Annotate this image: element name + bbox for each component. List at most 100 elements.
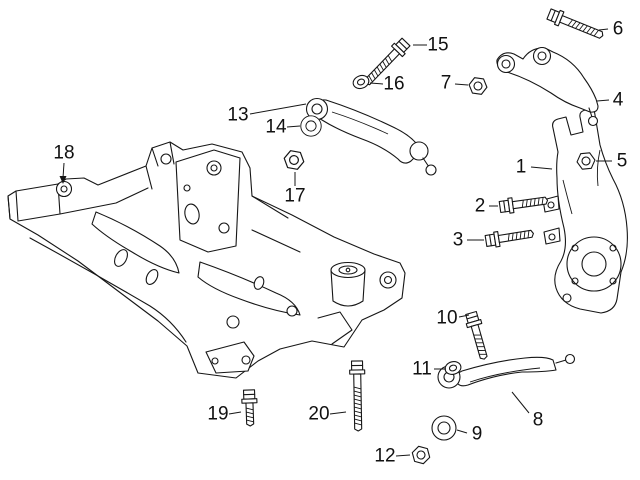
lug-hole-2 [609,244,617,252]
callout-6-label: 6 [613,19,624,40]
callout-1: 1 [516,157,553,178]
lug-hole-3 [571,277,579,285]
cradle-hole-large-bore [210,164,218,172]
callout-14: 14 [265,117,301,138]
callout-18-leader [62,162,65,179]
callout-3-label: 3 [453,230,464,251]
subframe-engine-cradle [175,149,241,253]
front-upper-arm-rib [331,111,389,135]
callout-1-leader [530,166,553,170]
callout-18-arrowhead [59,176,67,184]
subframe-top-rail-edge [59,187,149,215]
engine-mount-bracket [317,311,353,345]
subframe-outline [7,141,406,379]
callout-6-leader [598,28,609,31]
lug-hole-1 [571,244,579,252]
upper-arm-bushing-rear-bore [537,51,547,61]
callout-19: 19 [207,404,242,425]
callout-13-leader [249,103,307,115]
callout-15-label: 15 [427,35,448,56]
lower-arm-ball [564,353,576,365]
callout-9-leader [456,429,468,434]
subframe-detail-lines [251,195,301,253]
callout-4: 4 [596,90,624,111]
front-suspension-crossmember [7,141,406,379]
knuckle-lower-ear-hole [548,233,556,241]
callout-17: 17 [284,172,306,207]
bushing-14 [300,115,322,137]
subframe-window-left [91,211,180,274]
callout-10: 10 [436,308,470,329]
callout-2: 2 [475,196,498,217]
knuckle-upper-ear-hole [547,201,555,209]
callout-10-leader [458,314,470,318]
knuckle-rib-lines [562,149,601,215]
callout-17-label: 17 [284,186,305,207]
callout-15: 15 [413,35,449,56]
callout-11: 11 [412,359,446,380]
callout-12-leader [395,454,411,457]
engine-mount-pin [345,267,351,273]
callout-12-label: 12 [374,446,395,467]
subframe-hole-2 [145,269,159,285]
subframe-foot-bracket [205,341,255,374]
callout-7: 7 [441,73,469,94]
callout-10-label: 10 [436,308,457,329]
callout-3: 3 [453,230,484,251]
subframe-mount-eye-hole [60,185,68,193]
knuckle-lower-boss [562,293,572,303]
subframe-lower-rail-line [29,237,187,343]
subframe-hole-4 [286,305,298,317]
front-upper-control-arm [305,97,437,176]
upper-arm-ball [587,115,599,127]
callout-7-label: 7 [441,73,452,94]
foot-hole-2 [211,357,219,365]
callout-4-label: 4 [613,90,624,111]
subframe-bracket-hole [160,153,172,165]
upper-arm-ball-stud [588,107,593,118]
bushing-9 [431,415,457,441]
callout-9-label: 9 [472,424,483,445]
callout-16: 16 [369,74,405,95]
subframe-hole-3 [226,315,240,329]
callout-4-leader [596,99,610,102]
steering-knuckle [542,108,628,314]
subframe-window-right [197,261,301,316]
callout-18-label: 18 [53,143,74,164]
callout-14-label: 14 [265,117,287,138]
callout-14-leader [286,125,301,128]
front-upper-arm-ball-housing [409,141,429,161]
callout-8: 8 [511,391,544,431]
callout-8-label: 8 [533,410,544,431]
engine-mount-cylinder [330,269,366,307]
upper-control-arm [496,46,599,127]
subframe-right-bushing-bore [383,275,393,285]
callout-8-leader [511,391,530,414]
lower-arm-rib [469,367,541,383]
subframe-bracket-tower [145,141,175,190]
callout-5: 5 [596,151,627,172]
subframe-hole-5 [253,276,265,290]
lug-hole-4 [609,277,617,285]
callout-1-label: 1 [516,157,527,178]
callout-19-label: 19 [207,404,228,425]
callout-13: 13 [227,103,307,126]
callout-20: 20 [308,404,347,425]
front-upper-arm-eye-bore [311,103,323,115]
callout-20-label: 20 [308,404,329,425]
callout-13-label: 13 [227,105,248,126]
upper-arm-body [496,47,599,113]
front-upper-arm-ball [425,164,437,176]
cradle-hole-small [218,222,230,234]
cradle-hole-tiny [183,184,191,192]
callout-9: 9 [456,424,483,445]
callout-18: 18 [53,143,75,184]
callout-12: 12 [374,446,411,467]
callout-11-label: 11 [412,359,432,380]
hub-bore [581,251,607,277]
upper-arm-bushing-front-bore [501,59,511,69]
callout-2-label: 2 [475,196,486,217]
callout-20-leader [329,411,347,415]
cradle-hole-oval [184,203,200,225]
